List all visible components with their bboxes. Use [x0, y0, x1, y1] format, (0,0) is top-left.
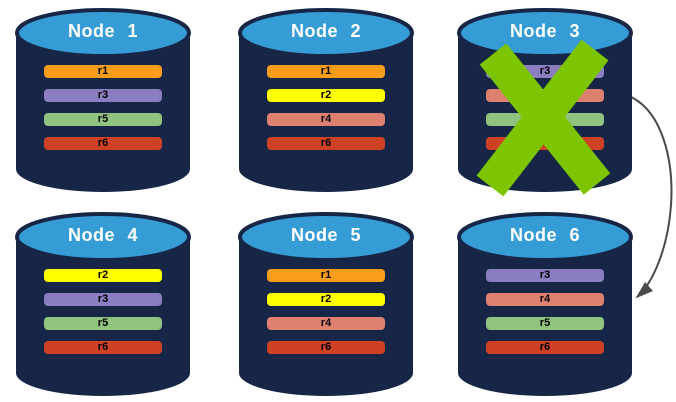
node-title: Node 2: [290, 21, 361, 41]
replica-bar-r1: r1: [267, 65, 385, 78]
replica-bar-r5: r5: [486, 317, 604, 330]
replica-bar-r2: r2: [267, 293, 385, 306]
db-node-5: Node 5 r1 r2 r4 r6: [236, 212, 416, 400]
node-title: Node 4: [67, 225, 138, 245]
node-title: Node 3: [509, 21, 580, 41]
replica-bar-r6: r6: [267, 341, 385, 354]
replica-bar-r4: r4: [267, 317, 385, 330]
replica-bar-r6: r6: [486, 341, 604, 354]
replica-list: r3 r4 r5 r6: [486, 269, 604, 365]
replica-bar-r3: r3: [44, 89, 162, 102]
db-node-2: Node 2 r1 r2 r4 r6: [236, 8, 416, 196]
replica-list: r1 r3 r5 r6: [44, 65, 162, 161]
replica-bar-r1: r1: [44, 65, 162, 78]
node-title: Node 1: [67, 21, 138, 41]
replica-list: r1 r2 r4 r6: [267, 65, 385, 161]
replica-list: r1 r2 r4 r6: [267, 269, 385, 365]
replica-bar-r6: r6: [44, 341, 162, 354]
failure-cross-icon: [476, 39, 611, 196]
replica-list: r2 r3 r5 r6: [44, 269, 162, 365]
replica-bar-r4: r4: [486, 293, 604, 306]
replica-bar-r5: r5: [44, 113, 162, 126]
replica-bar-r4: r4: [267, 113, 385, 126]
replica-bar-r6: r6: [267, 137, 385, 150]
node-title: Node 6: [509, 225, 580, 245]
replica-bar-r1: r1: [267, 269, 385, 282]
replica-bar-r3: r3: [44, 293, 162, 306]
replica-bar-r2: r2: [44, 269, 162, 282]
replica-bar-r5: r5: [44, 317, 162, 330]
db-node-4: Node 4 r2 r3 r5 r6: [13, 212, 193, 400]
db-node-1: Node 1 r1 r3 r5 r6: [13, 8, 193, 196]
node-title: Node 5: [290, 225, 361, 245]
replica-bar-r3: r3: [486, 269, 604, 282]
replica-bar-r6: r6: [44, 137, 162, 150]
replica-bar-r2: r2: [267, 89, 385, 102]
db-node-6: Node 6 r3 r4 r5 r6: [455, 212, 635, 400]
